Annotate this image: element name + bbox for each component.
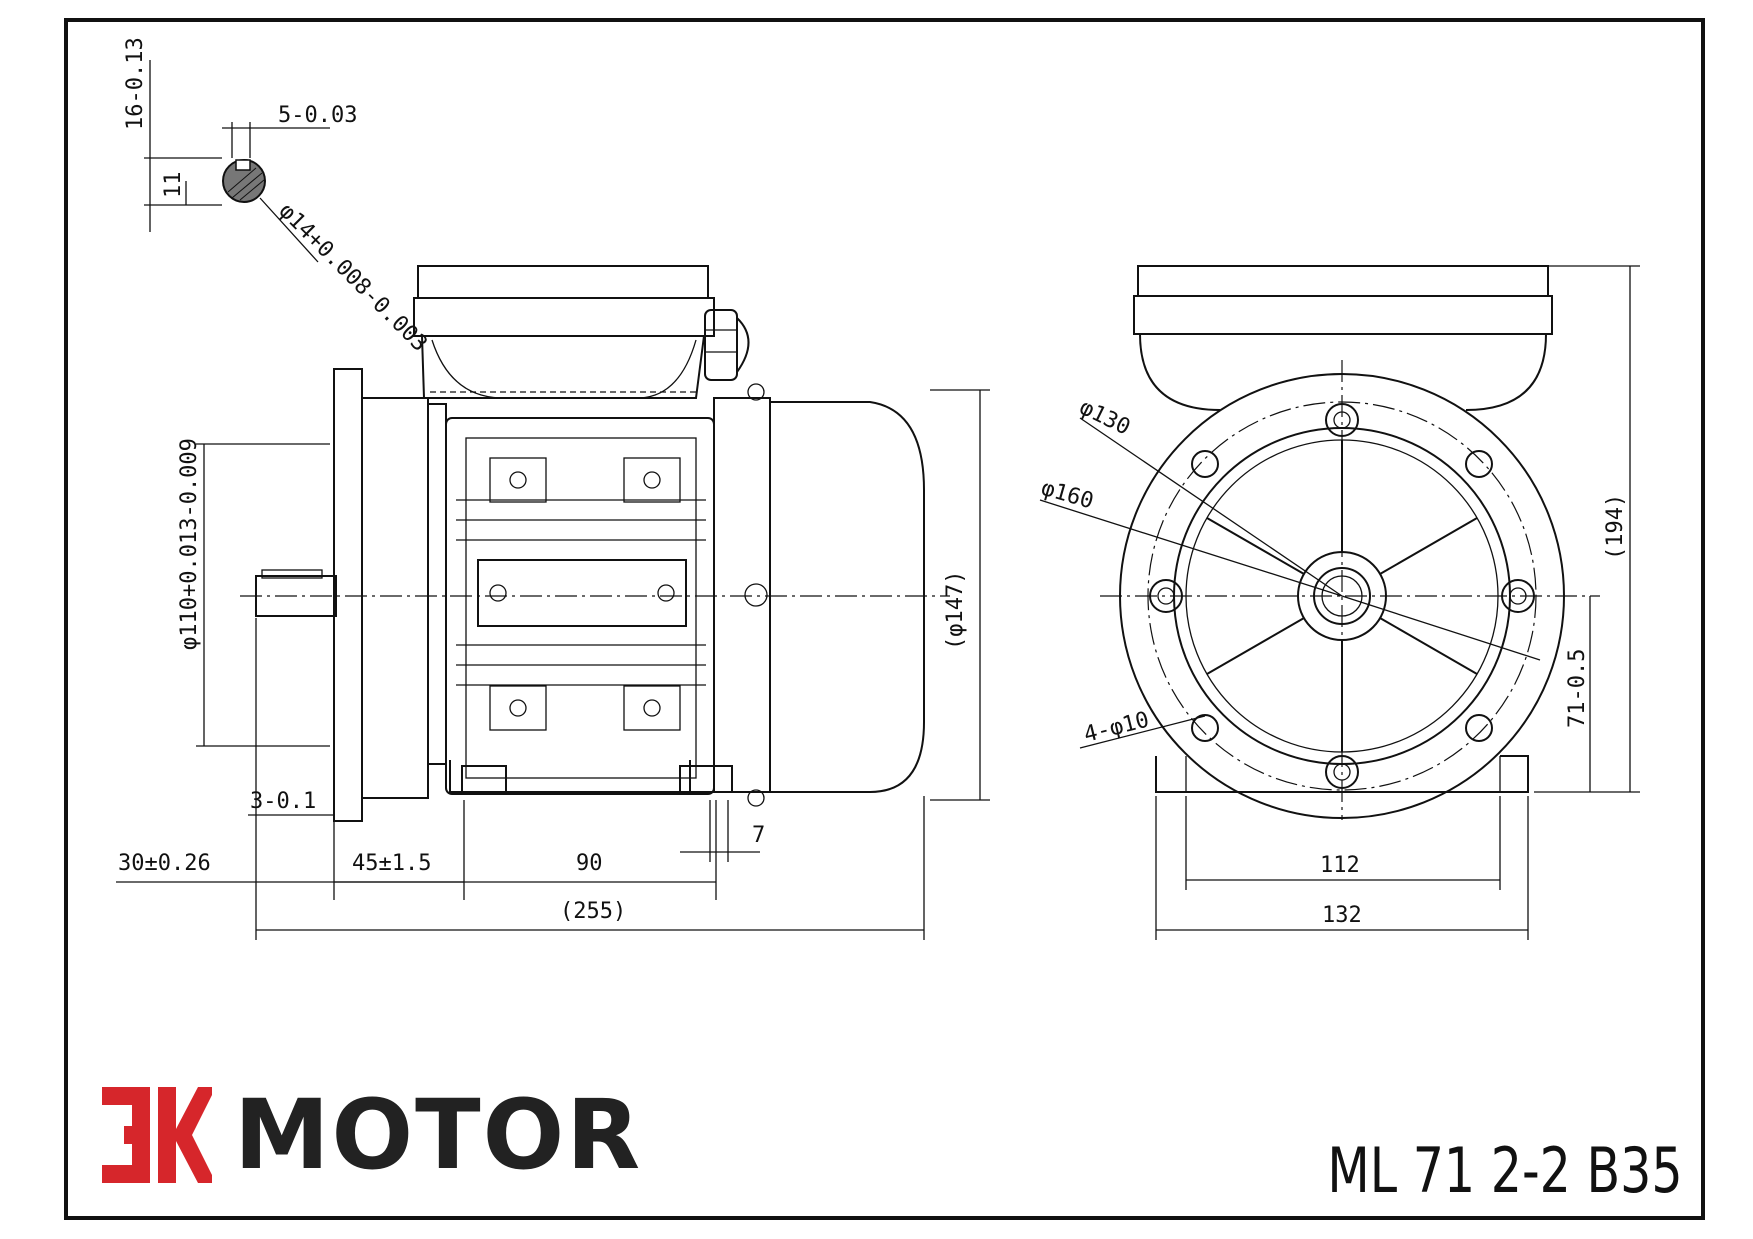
holes-label: 4-φ10 <box>1081 708 1151 748</box>
foot-width-label: 132 <box>1322 903 1362 928</box>
ek-logo-icon <box>102 1087 212 1183</box>
drawing-frame <box>64 18 1705 1220</box>
foot-holes-label: 112 <box>1320 853 1360 878</box>
total-height-label: (194) <box>1603 494 1628 560</box>
key-width-label: 5-0.03 <box>278 103 357 128</box>
foot-thickness-label: 7 <box>752 823 765 848</box>
side-view: φ110+0.013-0.009 (φ147) 3-0.1 30±0.26 45… <box>116 265 990 940</box>
flange-to-foot-label: 45±1.5 <box>352 851 431 876</box>
shaft-length-label: 30±0.26 <box>118 851 211 876</box>
keyway-depth-label: 16-0.13 <box>123 37 148 130</box>
pcd-label: φ130 <box>1075 395 1134 441</box>
foot-spacing-label: 90 <box>576 851 603 876</box>
spigot-depth-label: 3-0.1 <box>250 789 316 814</box>
brand-word: MOTOR <box>234 1079 643 1191</box>
brand-logo: MOTOR <box>102 1085 642 1185</box>
spigot-diameter-label: φ110+0.013-0.009 <box>177 438 202 650</box>
model-designation: ML 71 2-2 B35 <box>1327 1134 1683 1207</box>
front-shaft-height-label: 71-0.5 <box>1565 649 1590 728</box>
total-length-label: (255) <box>560 899 626 924</box>
key-detail: 16-0.13 5-0.03 11 φ14+0.008-0.003 <box>123 37 432 356</box>
front-view: φ130 φ160 4-φ10 (194) 71-0.5 112 132 <box>1038 265 1640 940</box>
shaft-diameter-label: φ14+0.008-0.003 <box>274 199 432 357</box>
motor-diameter-label: (φ147) <box>943 571 968 650</box>
shaft-height-label: 11 <box>161 172 186 199</box>
